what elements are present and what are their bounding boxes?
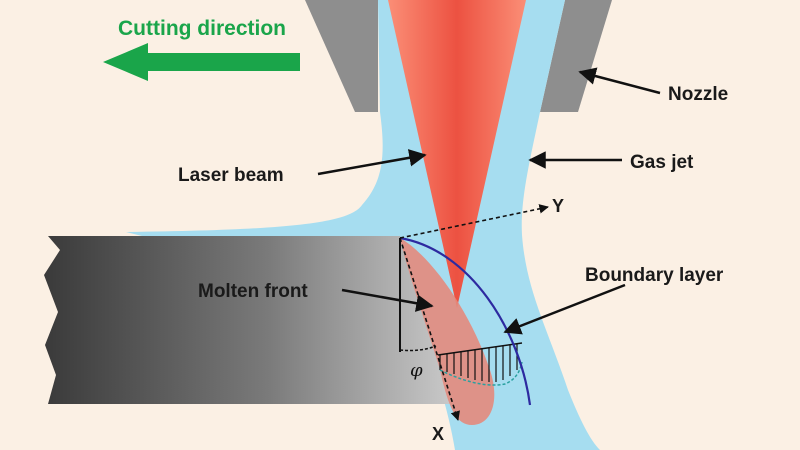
molten-front-label: Molten front bbox=[198, 281, 308, 302]
gas-jet-label: Gas jet bbox=[630, 152, 694, 173]
boundary-layer-profile bbox=[439, 361, 523, 386]
axis-x-label: X bbox=[432, 424, 444, 444]
axis-y-label: Y bbox=[552, 196, 564, 216]
laser-beam bbox=[388, 0, 526, 308]
boundary-layer-pointer bbox=[503, 283, 626, 335]
molten-front-pointer bbox=[341, 288, 434, 312]
nozzle-left bbox=[305, 0, 378, 112]
boundary-curve bbox=[399, 236, 532, 406]
axis-x-line bbox=[399, 237, 460, 421]
boundary-layer-hatching bbox=[439, 344, 518, 382]
nozzle-right bbox=[540, 0, 612, 112]
nozzle-label: Nozzle bbox=[668, 84, 728, 105]
nozzle-pointer bbox=[578, 67, 661, 95]
laser-beam-pointer bbox=[317, 149, 427, 176]
cutting-direction-label: Cutting direction bbox=[118, 17, 286, 40]
workpiece bbox=[44, 236, 450, 404]
molten-front bbox=[400, 238, 495, 425]
boundary-layer-label: Boundary layer bbox=[585, 265, 724, 286]
angle-label: φ bbox=[410, 360, 423, 381]
laser-beam-label: Laser beam bbox=[178, 165, 284, 186]
axis-y-line bbox=[399, 204, 549, 239]
boundary-layer-top bbox=[437, 342, 523, 356]
cutting-direction-arrow bbox=[103, 43, 300, 81]
